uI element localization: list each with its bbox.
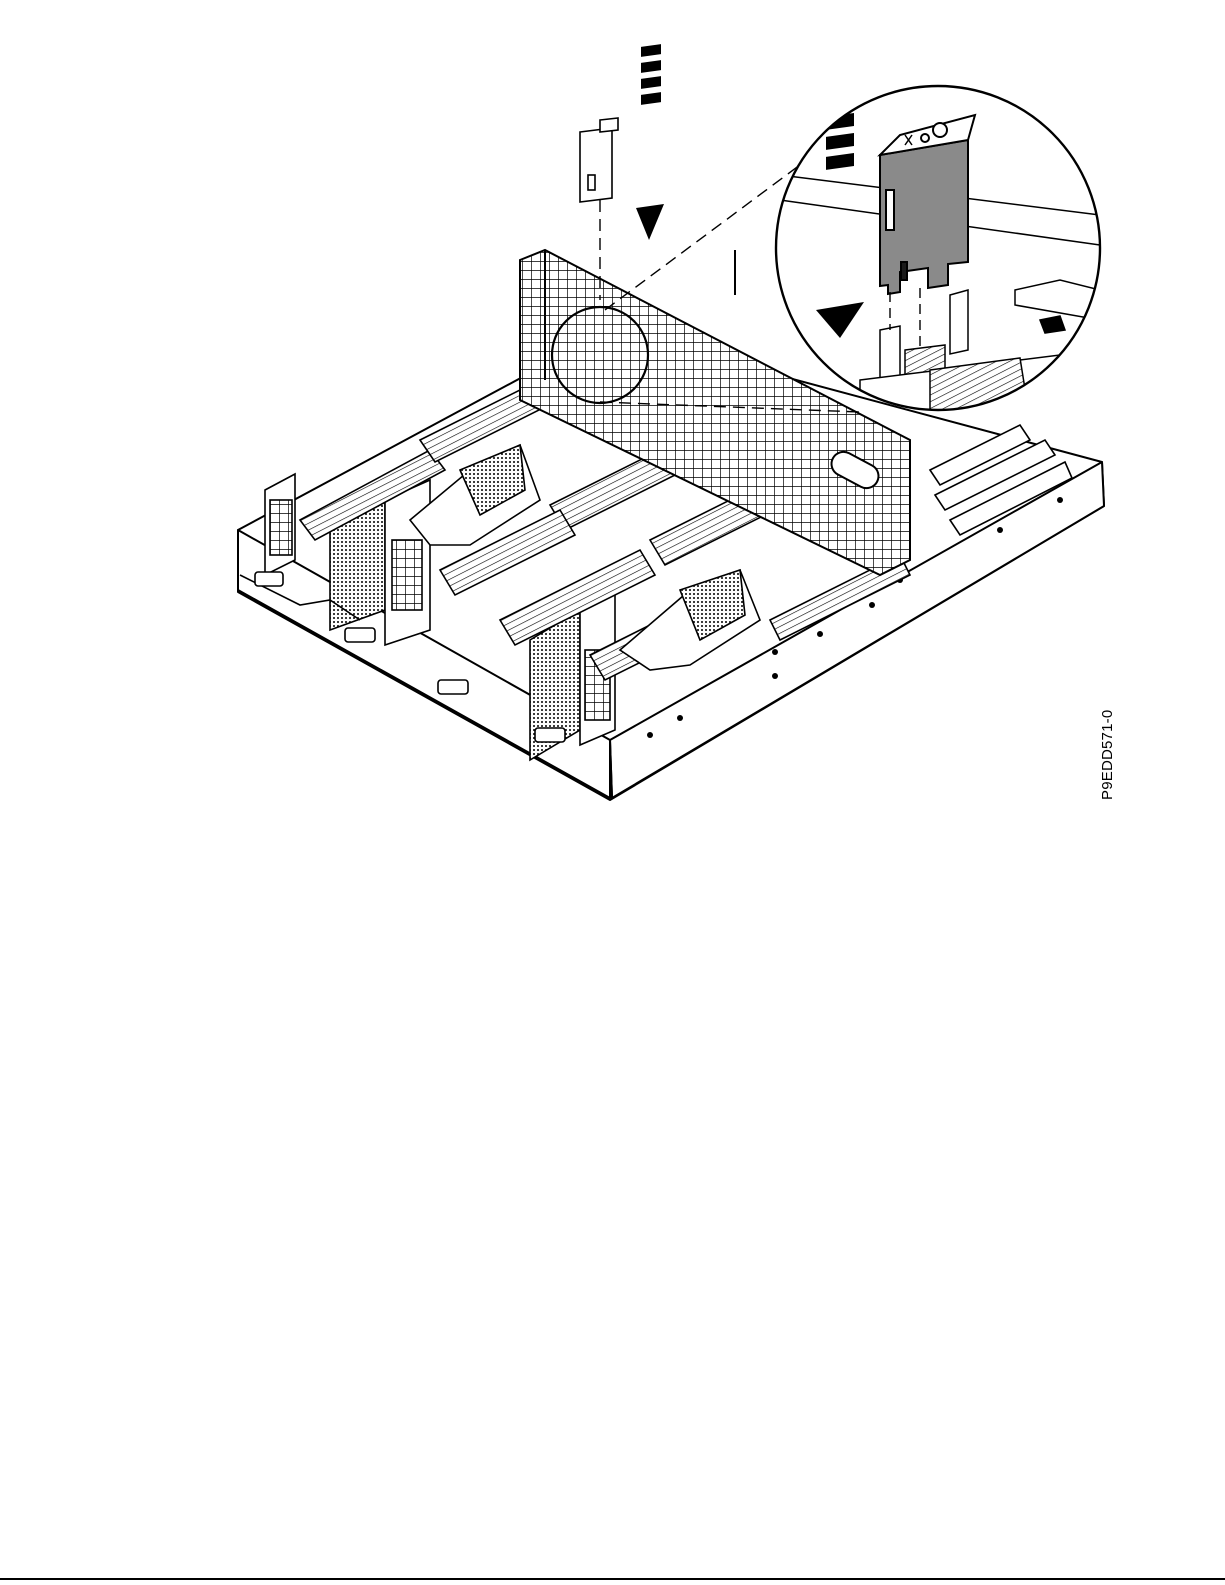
riser-card-small xyxy=(580,118,618,202)
page-bottom-rule xyxy=(0,1578,1225,1580)
figure-id-label: P9EDD571-0 xyxy=(1099,710,1116,800)
callout-magnifier xyxy=(770,73,1110,420)
arrow-down-icon xyxy=(636,44,664,240)
